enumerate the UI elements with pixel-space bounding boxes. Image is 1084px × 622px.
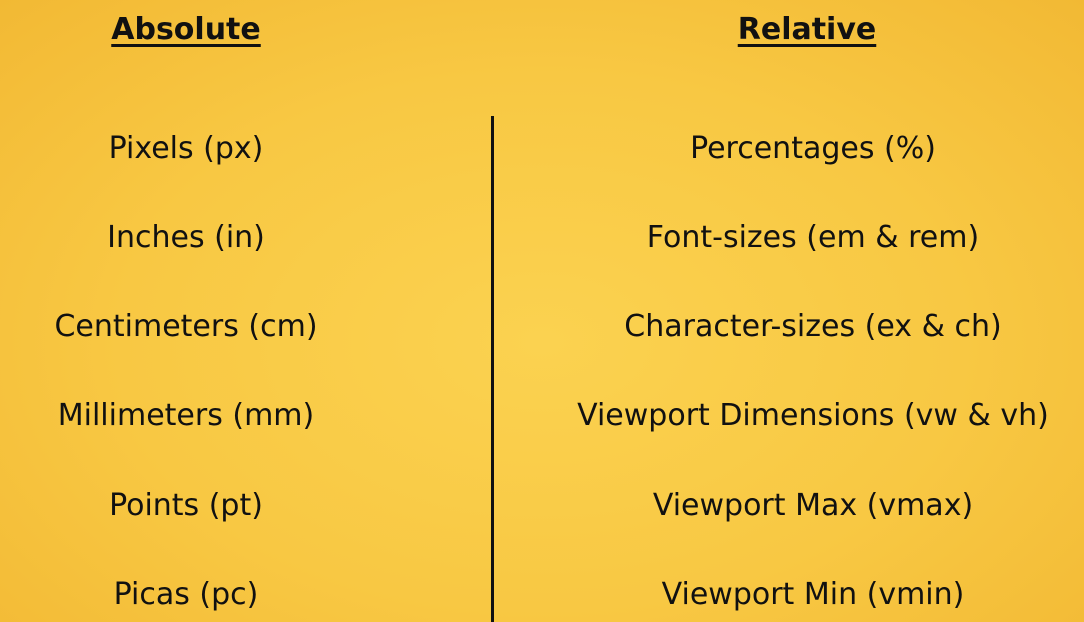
list-item: Points (pt) [109,488,263,523]
list-item: Viewport Max (vmax) [652,488,974,523]
list-item: Percentages (%) [690,131,936,166]
list-item: Inches (in) [107,220,265,255]
list-item: Character-sizes (ex & ch) [624,309,1002,344]
absolute-heading: Absolute [111,12,261,47]
list-item: Picas (pc) [113,577,259,612]
list-item: Pixels (px) [108,131,264,166]
list-item: Viewport Dimensions (vw & vh) [577,398,1049,433]
relative-heading: Relative [737,12,877,47]
list-item: Font-sizes (em & rem) [646,220,980,255]
list-item: Viewport Min (vmin) [661,577,965,612]
list-item: Millimeters (mm) [57,398,315,433]
column-divider [491,116,494,622]
list-item: Centimeters (cm) [54,309,318,344]
